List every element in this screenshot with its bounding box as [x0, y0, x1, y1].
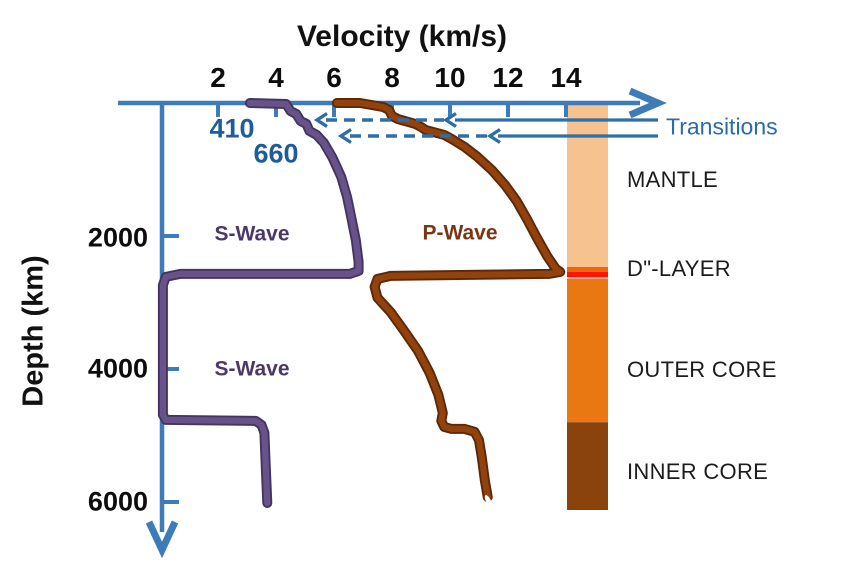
- x-tick-label-12: 12: [492, 62, 524, 93]
- mantle-label: MANTLE: [627, 167, 719, 192]
- x-tick-label-4: 4: [268, 62, 284, 93]
- p-wave-curve: [333, 99, 564, 501]
- y-axis-title: Depth (km): [17, 255, 50, 407]
- x-tick-label-14: 14: [550, 62, 582, 93]
- s-wave-curve: [159, 99, 362, 507]
- earth-layer-segment: [567, 272, 608, 277]
- y-tick-label-2000: 2000: [87, 222, 148, 253]
- chart-title: Velocity (km/s): [296, 20, 508, 53]
- y-axis-arrowhead: [145, 520, 179, 559]
- earth-layer-segment: [567, 277, 608, 280]
- x-tick-label-2: 2: [210, 62, 226, 93]
- transition-arrowhead: [486, 128, 501, 144]
- d-layer-label: D"-LAYER: [627, 256, 731, 281]
- earth-layer-segment: [567, 422, 608, 510]
- y-tick-label-4000: 4000: [87, 353, 148, 384]
- discontinuity-label-660: 660: [253, 138, 299, 169]
- transition-arrowhead: [442, 112, 457, 128]
- outer-core-label: OUTER CORE: [627, 357, 777, 382]
- transition-arrowhead: [337, 128, 352, 144]
- s-wave-label-upper: S-Wave: [214, 222, 290, 246]
- p-wave-curve-outline: [331, 98, 566, 502]
- x-tick-label-10: 10: [434, 62, 466, 93]
- discontinuity-label-410: 410: [209, 113, 255, 144]
- x-axis-arrowhead: [628, 87, 667, 119]
- x-tick-label-6: 6: [326, 62, 342, 93]
- p-wave-end-cap: [484, 495, 492, 505]
- inner-core-label: INNER CORE: [627, 459, 769, 484]
- earth-layer-segment: [567, 267, 608, 272]
- y-tick-label-6000: 6000: [87, 486, 148, 517]
- s-wave-label-lower: S-Wave: [214, 357, 290, 381]
- earth-layer-segment: [567, 105, 608, 267]
- p-wave-label: P-Wave: [422, 221, 498, 245]
- transitions-label: Transitions: [666, 113, 778, 140]
- earth-layer-segment: [567, 279, 608, 423]
- transition-arrowhead: [313, 112, 328, 128]
- x-tick-label-8: 8: [384, 62, 400, 93]
